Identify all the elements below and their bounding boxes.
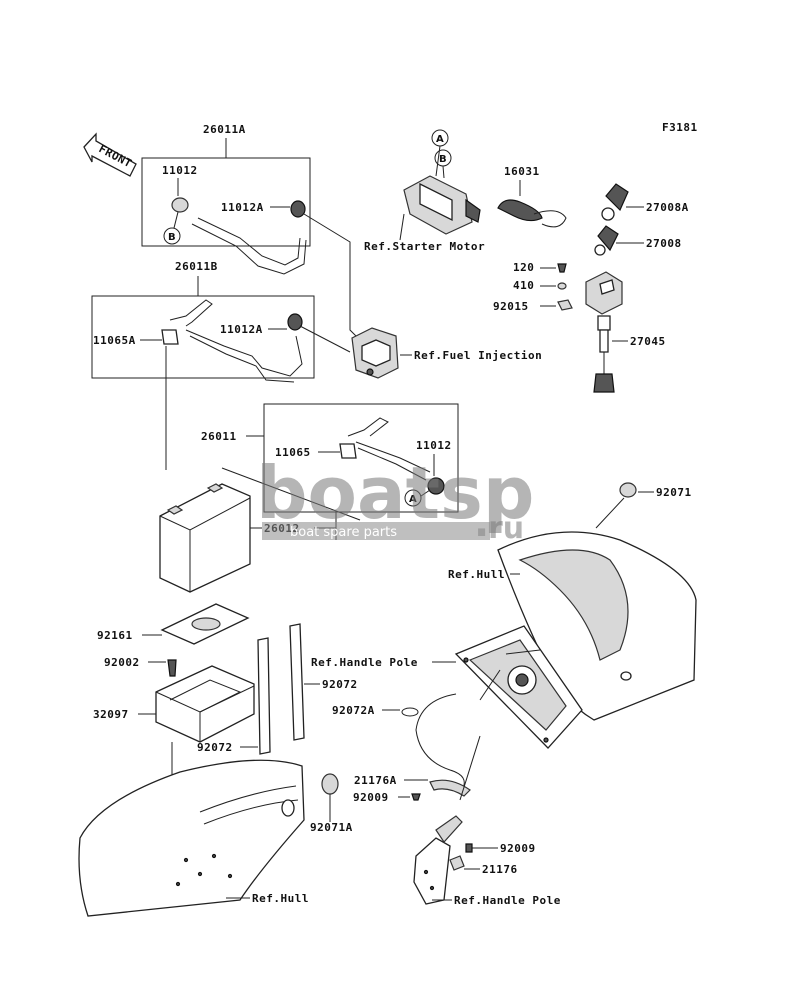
ref-hull-bottom: Ref.Hull (252, 892, 309, 905)
label-32097: 32097 (93, 708, 129, 721)
label-27008: 27008 (646, 237, 682, 250)
watermark-sub: boat spare parts (290, 525, 397, 540)
hull-right: 92071 Ref.Hull (448, 482, 697, 721)
straps-92072: 92072 92072 (197, 623, 358, 755)
label-27045: 27045 (630, 335, 666, 348)
label-11065A: 11065A (93, 334, 136, 347)
terminal-cap-11012A-mid (287, 313, 303, 331)
handle-pole-group: Ref.Handle Pole 92072A 21176A 92009 9200… (311, 625, 583, 907)
label-26011: 26011 (201, 430, 237, 443)
label-92002: 92002 (104, 656, 140, 669)
label-410: 410 (513, 279, 534, 292)
ref-starter-motor: Ref.Starter Motor (364, 240, 485, 253)
battery-tray-group: 92161 92002 32097 (93, 603, 255, 800)
terminal-cover-11065 (339, 443, 357, 459)
marker-b-top: B (168, 232, 176, 243)
figure-code: F3181 (662, 121, 698, 134)
label-92072-left: 92072 (197, 741, 233, 754)
label-92072A: 92072A (332, 704, 375, 717)
label-26011B: 26011B (175, 260, 218, 273)
ref-hull-right: Ref.Hull (448, 568, 505, 581)
ref-handle-pole-top: Ref.Handle Pole (311, 656, 418, 669)
label-92072-right: 92072 (322, 678, 358, 691)
ref-fuel-injection: Ref.Fuel Injection (414, 349, 542, 362)
marker-b-starter: B (439, 154, 447, 165)
watermark-tld: ru (488, 511, 524, 546)
strap-16031: 16031 (497, 165, 567, 228)
key-27008A (605, 183, 629, 212)
starter-motor-group: A B Ref.Starter Motor (364, 129, 485, 253)
hull-bottom: Ref.Hull 92071A (78, 759, 353, 917)
cable-26011A-group: 26011A 11012 B 11012A (141, 123, 363, 343)
label-92009-right: 92009 (500, 842, 536, 855)
battery-tray-32097 (155, 665, 255, 743)
watermark-text: boatsp (256, 451, 534, 535)
label-11065: 11065 (275, 446, 311, 459)
key-27008 (597, 225, 619, 252)
terminal-cap-11012A-top (290, 200, 306, 218)
cap-92071 (619, 482, 637, 498)
cap-92071A (321, 773, 339, 795)
marker-a-mid: A (409, 494, 417, 505)
label-11012A-top: 11012A (221, 201, 264, 214)
watermark-logo: boatsp . ru boat spare parts (256, 451, 534, 546)
label-26011A: 26011A (203, 123, 246, 136)
label-120: 120 (513, 261, 534, 274)
label-16031: 16031 (504, 165, 540, 178)
label-92071A: 92071A (310, 821, 353, 834)
front-arrow-icon: FRONT (83, 132, 137, 177)
label-92161: 92161 (97, 629, 133, 642)
terminal-cap-11012-mid (427, 477, 445, 495)
label-92015: 92015 (493, 300, 529, 313)
terminal-cap-11012 (171, 197, 189, 213)
ref-handle-pole-bottom: Ref.Handle Pole (454, 894, 561, 907)
label-21176A: 21176A (354, 774, 397, 787)
label-92071: 92071 (656, 486, 692, 499)
label-92009-left: 92009 (353, 791, 389, 804)
marker-a-starter: A (436, 134, 444, 145)
key-switch-group: 27008A 27008 120 410 92015 27045 (493, 183, 689, 393)
label-27008A: 27008A (646, 201, 689, 214)
terminal-cover-11065A (161, 329, 179, 345)
label-11012A-mid: 11012A (220, 323, 263, 336)
cable-26011B-group: 26011B 11065A 11012A (91, 260, 351, 470)
label-11012-mid: 11012 (416, 439, 452, 452)
label-21176: 21176 (482, 863, 518, 876)
cable-26011-group: 26011 11065 11012 A (201, 403, 459, 513)
fuel-injection-box: Ref.Fuel Injection (351, 327, 542, 379)
label-11012-top: 11012 (162, 164, 198, 177)
